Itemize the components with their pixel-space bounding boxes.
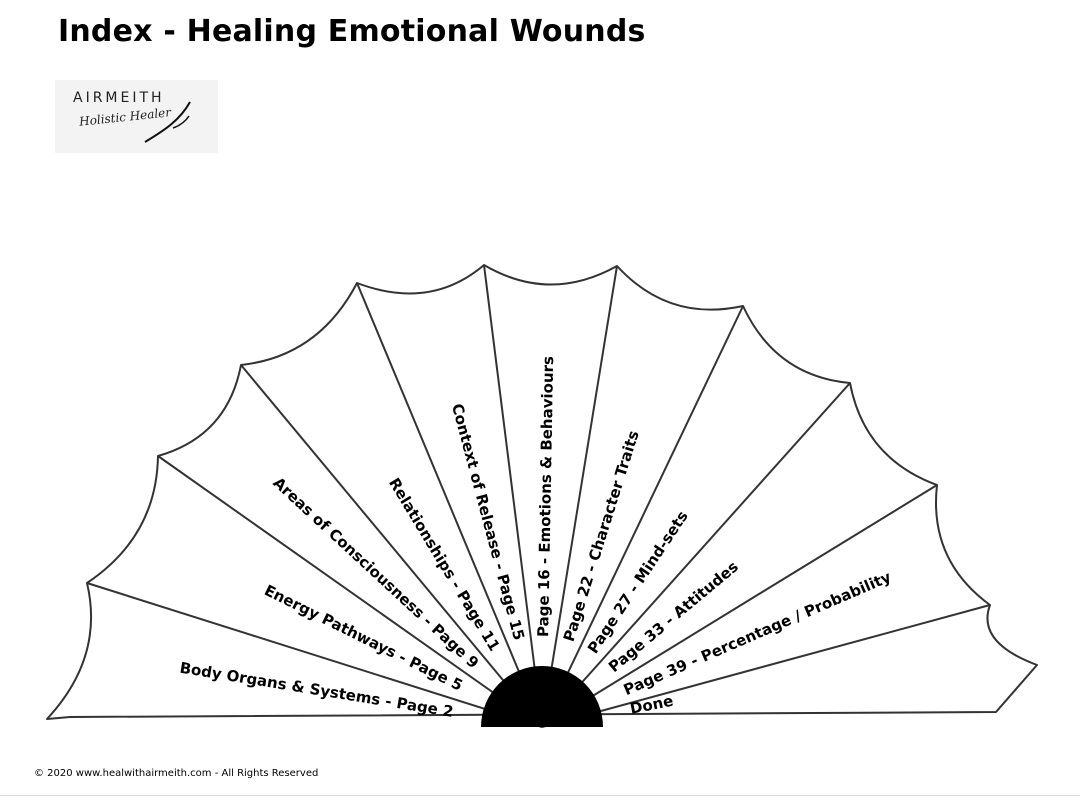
logo: AIRMEITH Holistic Healer <box>55 80 218 153</box>
segment-divider <box>541 604 991 728</box>
segment-divider <box>541 382 851 728</box>
copyright-footer: © 2020 www.healwithairmeith.com - All Ri… <box>34 768 319 779</box>
segment-divider <box>541 265 618 728</box>
segment-divider <box>240 364 543 728</box>
segment-label: Page 16 - Emotions & Behaviours <box>534 356 557 637</box>
segment-divider <box>86 582 543 728</box>
fan-outline <box>46 264 1038 720</box>
center-semicircle <box>481 666 603 727</box>
logo-brand: AIRMEITH <box>73 90 165 106</box>
page-title: Index - Healing Emotional Wounds <box>58 14 646 49</box>
segment-divider <box>541 484 938 728</box>
feather-icon <box>144 101 191 143</box>
segment-divider <box>356 282 543 728</box>
segment-divider <box>483 264 543 728</box>
segment-divider <box>541 305 744 728</box>
bottom-divider <box>0 795 1080 796</box>
segment-divider <box>157 455 543 728</box>
